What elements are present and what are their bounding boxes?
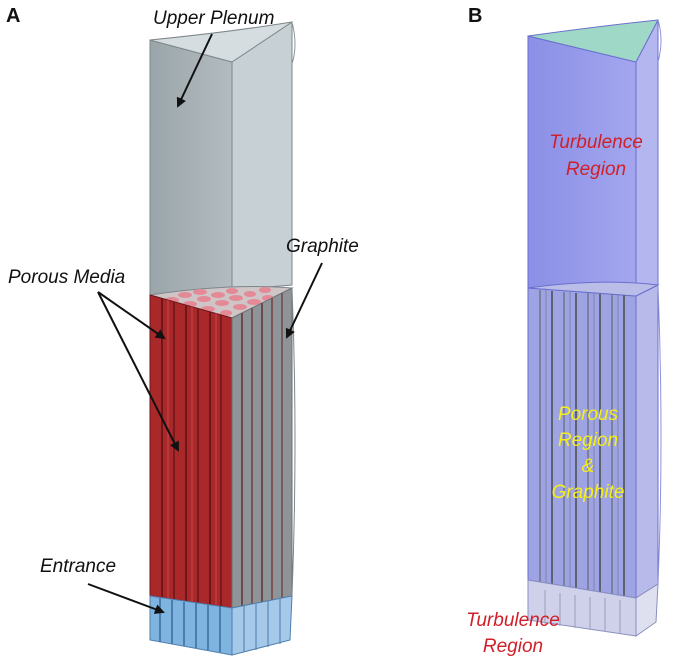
turbulence-bottom-label-line2: Region [483, 636, 543, 657]
upper-plenum-block [149, 21, 296, 296]
upper-plenum-arrow [176, 33, 213, 108]
graphite-label: Graphite [286, 236, 359, 257]
porous-label-line1: Porous [558, 404, 619, 425]
porous-media-block [149, 294, 233, 609]
porous-label-line3: & [582, 456, 595, 477]
graphite-block [231, 287, 296, 609]
porous-label-line4: Graphite [552, 482, 625, 503]
turbulence-region-bottom-block [527, 579, 659, 637]
porous-media-label: Porous Media [8, 267, 125, 288]
panel-a: A [6, 5, 359, 656]
entrance-label: Entrance [40, 556, 116, 577]
entrance-block [149, 595, 293, 656]
porous-label-line2: Region [558, 430, 618, 451]
porous-media-arrow-1 [97, 291, 166, 340]
turbulence-region-top-block [527, 19, 662, 291]
porous-region-block [527, 281, 662, 599]
upper-plenum-label: Upper Plenum [153, 8, 274, 29]
porous-media-arrow-2 [97, 291, 179, 452]
graphite-arrow [285, 262, 323, 339]
turbulence-top-label-line2: Region [566, 159, 626, 180]
panel-b-letter: B [468, 5, 482, 27]
turbulence-bottom-label-line1: Turbulence [466, 610, 560, 631]
entrance-arrow [87, 583, 165, 614]
turbulence-top-label-line1: Turbulence [549, 132, 643, 153]
panel-a-letter: A [6, 5, 20, 27]
panel-b: B [466, 5, 662, 657]
porous-top-face [149, 286, 294, 319]
